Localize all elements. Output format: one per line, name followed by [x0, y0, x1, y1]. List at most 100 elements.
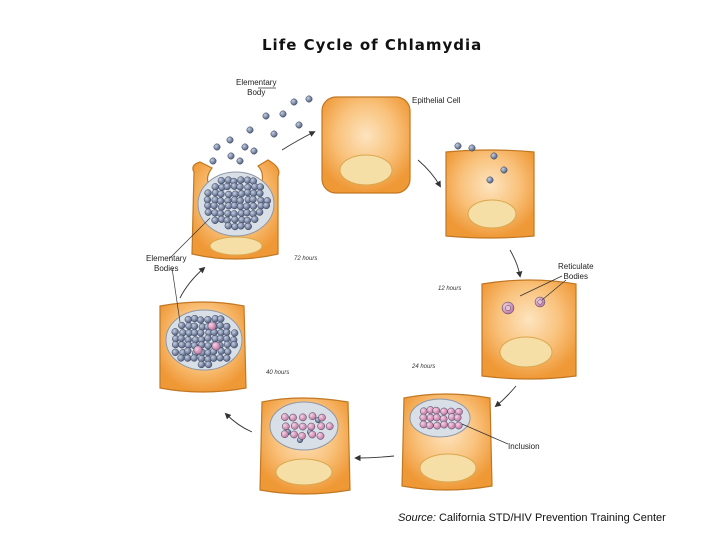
elementary-body — [211, 216, 219, 224]
elementary-body — [231, 215, 239, 224]
reticulate-body — [316, 432, 325, 440]
time-24-hours: 24 hours — [412, 364, 436, 370]
elementary-body — [177, 354, 185, 362]
elementary-body — [225, 190, 233, 199]
elementary-body — [243, 216, 252, 225]
elementary-body — [210, 201, 218, 210]
arrow-to-inclusion — [494, 385, 517, 408]
elementary-body — [237, 176, 245, 184]
elementary-body — [468, 144, 476, 152]
time-72-hours: 72 hours — [294, 256, 318, 262]
label-elementary-bodies: Elementary Bodies — [146, 254, 186, 274]
elementary-body — [226, 136, 234, 144]
elementary-body — [249, 202, 258, 210]
elementary-body — [244, 222, 252, 231]
cell-attachment — [445, 149, 535, 239]
elementary-body — [223, 328, 231, 336]
label-elementary-bodies-line2: Bodies — [154, 264, 179, 273]
elementary-body — [231, 329, 239, 337]
arrow-to-release — [179, 266, 206, 299]
time-12-hours: 12 hours — [438, 286, 462, 292]
elementary-bodies-layer — [171, 95, 508, 444]
label-epithelial-cell: Epithelial Cell — [412, 96, 461, 105]
elementary-body — [210, 354, 218, 362]
elementary-body — [250, 147, 258, 155]
source-prefix: Source: — [398, 512, 436, 524]
elementary-body — [213, 143, 221, 151]
reticulate-body — [281, 413, 289, 421]
elementary-body — [223, 354, 231, 362]
diagram-title: Life Cycle of Chlamydia — [262, 36, 483, 54]
leader-elementary-bodies-2 — [171, 267, 181, 323]
cell-inclusion — [401, 393, 493, 491]
elementary-body — [204, 208, 212, 216]
elementary-body — [279, 110, 287, 118]
elementary-body — [197, 360, 206, 369]
elementary-body — [237, 190, 246, 198]
elementary-body — [171, 340, 180, 349]
reticulate-body — [432, 413, 441, 422]
reticulate-body — [325, 422, 334, 431]
nucleus — [419, 453, 477, 483]
cell-release — [191, 159, 280, 260]
source-citation: Source: California STD/HIV Prevention Tr… — [398, 512, 666, 524]
reticulate-body — [425, 421, 434, 430]
reticulate-body — [453, 413, 462, 422]
elementary-body — [290, 98, 298, 106]
elementary-body — [204, 189, 212, 197]
elementary-body — [256, 208, 264, 216]
reticulate-body — [318, 413, 326, 422]
label-reticulate-line1: Reticulate — [558, 262, 594, 271]
elementary-body — [224, 209, 232, 218]
elementary-body — [295, 121, 303, 129]
elementary-body — [217, 315, 225, 323]
reticulate-body-core — [537, 299, 543, 305]
elementary-body — [184, 347, 192, 355]
elementary-body — [184, 354, 192, 362]
elementary-body — [223, 182, 231, 191]
elementary-body — [251, 215, 259, 223]
elementary-body — [256, 189, 264, 197]
elementary-body — [216, 321, 224, 330]
elementary-body — [217, 176, 225, 185]
reticulate-body — [290, 421, 299, 430]
nucleus — [209, 236, 263, 256]
elementary-body — [227, 152, 235, 160]
leader-reticulate-bodies-2 — [541, 279, 567, 301]
label-elementary-body: Elementary Body — [236, 78, 276, 98]
elementary-body — [243, 209, 251, 217]
nucleus — [339, 154, 393, 186]
label-elementary-body-line2: Body — [247, 88, 266, 97]
arrow-to-reticulate — [509, 249, 523, 278]
elementary-body — [190, 322, 199, 330]
reticulate-body — [290, 430, 298, 439]
elementary-body — [236, 202, 245, 211]
elementary-body — [204, 201, 212, 210]
cycle-arrows — [179, 131, 523, 462]
elementary-body — [262, 201, 270, 210]
elementary-body — [178, 341, 186, 349]
reticulate-body — [299, 413, 307, 422]
leader-elementary-bodies — [169, 217, 211, 259]
reticulate-body — [317, 422, 325, 431]
elementary-body — [204, 334, 212, 342]
reticulate-body — [307, 422, 316, 431]
elementary-body — [178, 321, 186, 330]
elementary-body — [230, 201, 239, 210]
label-reticulate-line2: Bodies — [563, 272, 589, 281]
elementary-body — [246, 126, 254, 134]
elementary-body — [270, 130, 278, 138]
reticulate-body — [447, 421, 456, 430]
elementary-body — [236, 183, 244, 191]
reticulate-body — [440, 407, 448, 416]
elementary-body — [305, 95, 313, 103]
leader-lines — [169, 87, 567, 445]
reticulate-body — [193, 345, 203, 355]
reticulate-body — [281, 422, 290, 431]
elementary-body — [216, 334, 225, 343]
label-elementary-bodies-line1: Elementary — [146, 254, 187, 263]
reticulate-body — [298, 422, 307, 431]
elementary-body — [204, 360, 213, 369]
